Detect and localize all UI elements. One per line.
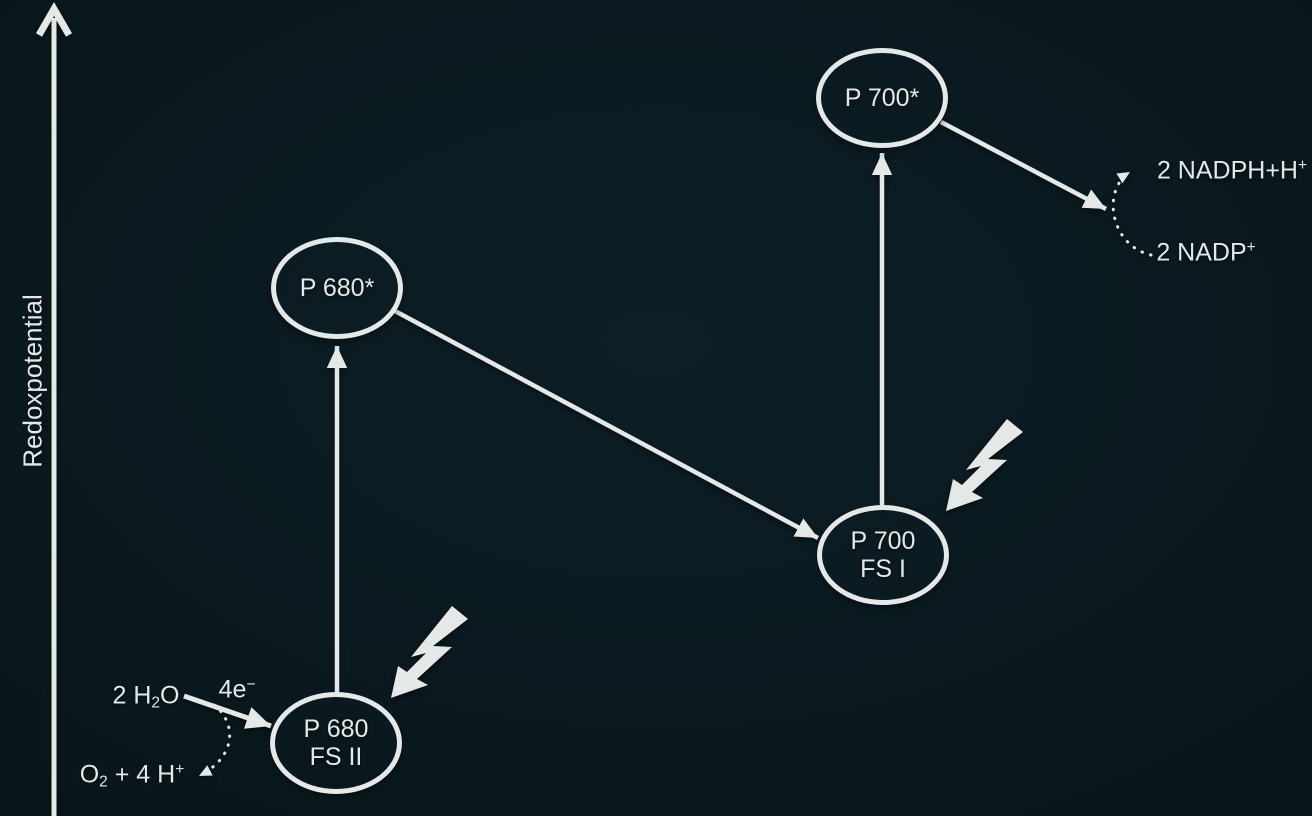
nadp-label: 2 NADP+ [1156,238,1256,267]
node-p700-excited-label: P 700* [844,84,920,112]
node-p680-subtitle: FS II [309,743,363,771]
node-p700-subtitle: FS I [860,555,906,583]
node-p700-excited: P 700* [816,48,948,148]
node-p700-title: P 700 [850,527,916,555]
electron-count-label: 4e− [218,675,256,704]
axis-label: Redoxpotential [17,294,48,468]
node-p680-excited: P 680* [271,237,403,339]
water-electron-arrow [183,693,272,729]
water-label: 2 H2O [112,681,180,712]
lightning-bolt-icon [946,419,1023,511]
oxygen-label: O2 + 4 H+ [79,760,185,791]
water-split-dotted-arrow [197,703,232,778]
node-p680-fs2: P 680 FS II [270,692,402,794]
lightning-bolt-icon [391,606,468,698]
node-p680-excited-label: P 680* [299,274,375,302]
nadph-label: 2 NADPH+H+ [1156,156,1308,185]
nadp-reduction-dotted-arrow [1111,170,1153,257]
redox-axis-arrow [35,1,73,816]
electron-transfer-arrow-p680-to-p700 [393,309,820,540]
node-p680-title: P 680 [303,715,369,743]
node-p700-fs1: P 700 FS I [817,505,949,605]
electron-transfer-arrow-p700-to-nadph [939,120,1108,211]
